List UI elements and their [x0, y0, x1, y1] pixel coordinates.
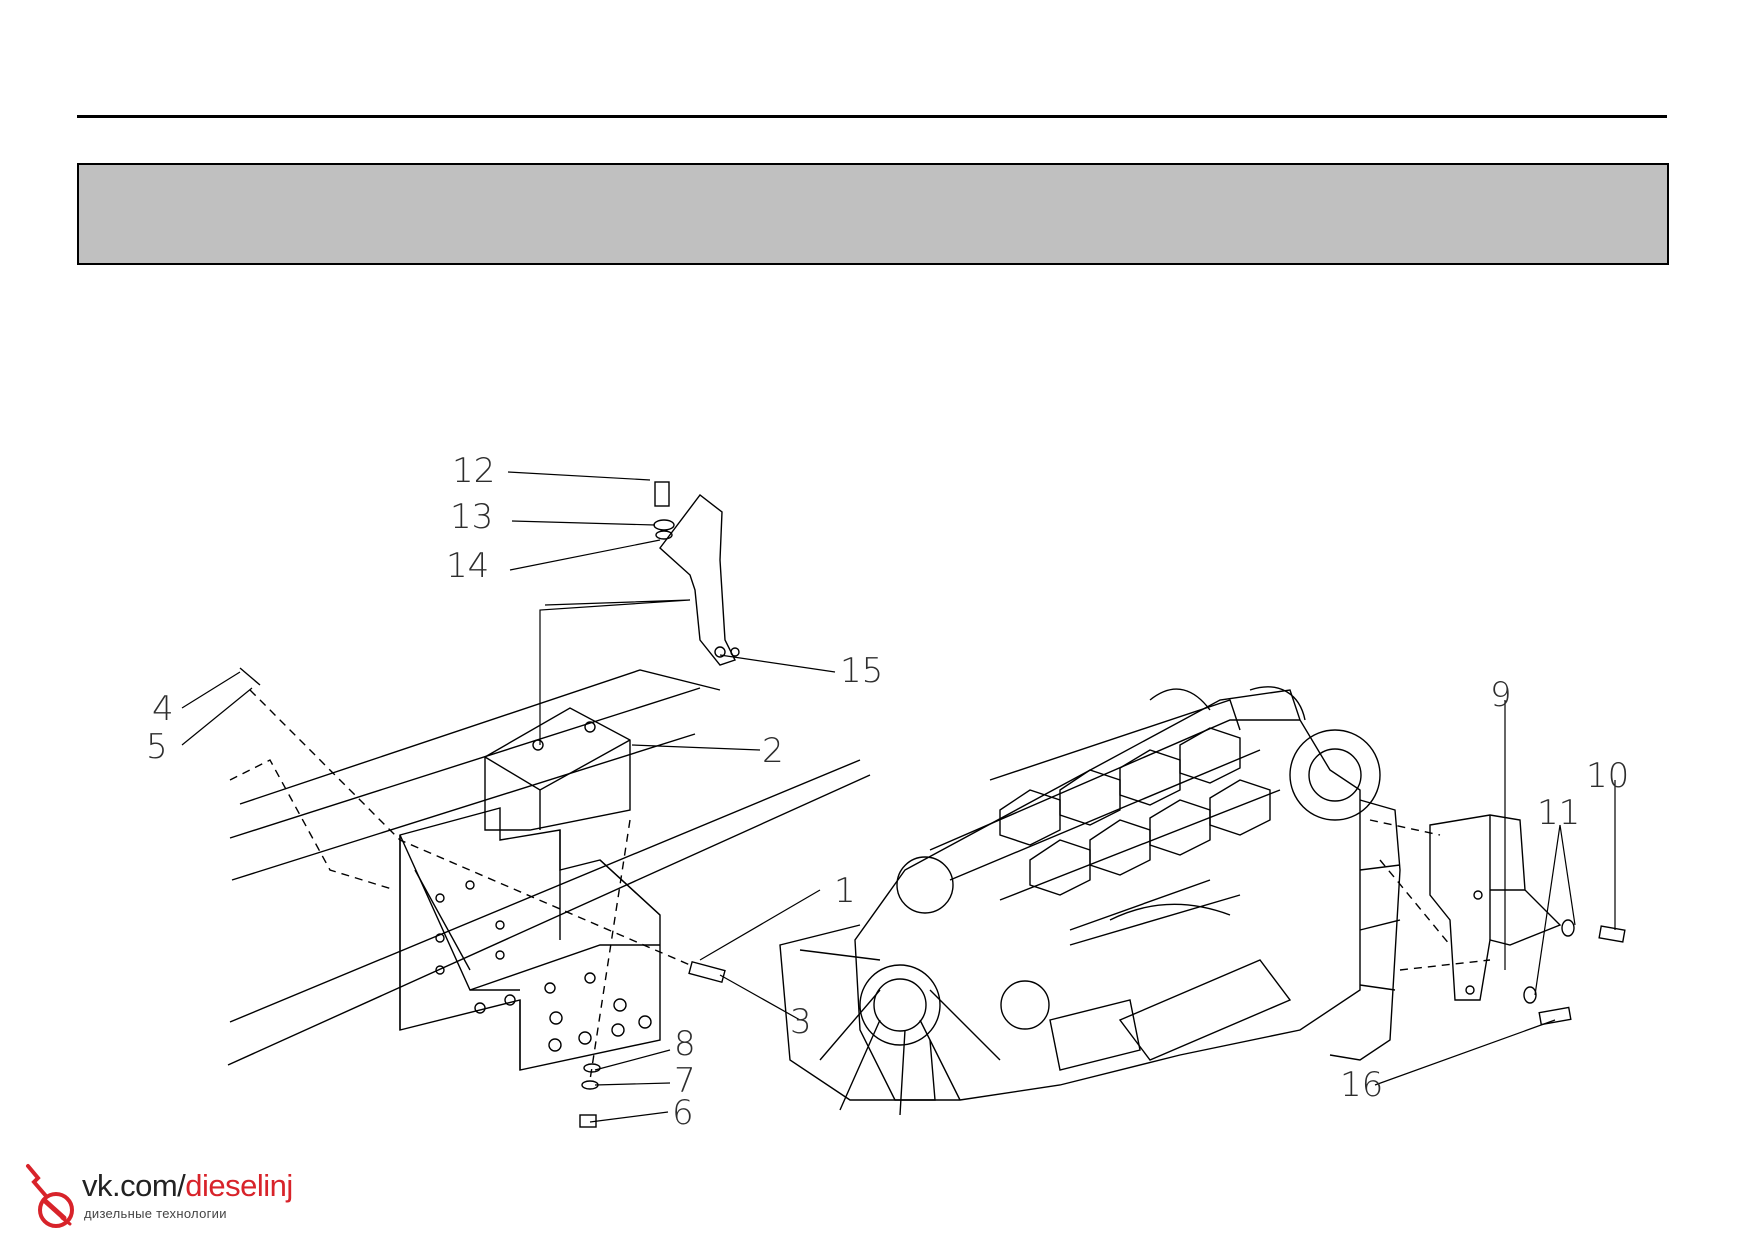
- callout-13: 13: [450, 497, 493, 537]
- callout-4: 4: [152, 689, 174, 729]
- upper-bracket: [484, 707, 631, 831]
- callout-10: 10: [1586, 756, 1629, 796]
- callout-16: 16: [1340, 1065, 1383, 1105]
- mounting-arm: [659, 494, 740, 666]
- logo-url-prefix: vk.com/: [82, 1168, 186, 1203]
- callout-9: 9: [1490, 675, 1512, 715]
- brand-logo[interactable]: vk.com/dieselinj дизельные технологии: [18, 1160, 308, 1232]
- callout-2: 2: [762, 731, 784, 771]
- injector-icon: [26, 1164, 74, 1228]
- logo-url-accent: dieselinj: [185, 1168, 293, 1203]
- callout-3: 3: [790, 1002, 812, 1042]
- callout-8: 8: [674, 1024, 696, 1064]
- callout-15: 15: [840, 651, 883, 691]
- title-bar: [77, 163, 1669, 265]
- top-rule: [77, 115, 1667, 118]
- engine-support-bracket: [399, 807, 661, 1071]
- callout-11: 11: [1537, 793, 1580, 833]
- callout-6: 6: [672, 1093, 694, 1133]
- logo-tagline: дизельные технологии: [84, 1206, 227, 1221]
- callout-12: 12: [452, 451, 495, 491]
- callout-1: 1: [834, 871, 856, 911]
- logo-url: vk.com/dieselinj: [82, 1168, 293, 1204]
- callout-7: 7: [674, 1061, 696, 1101]
- frame-rail: [227, 669, 871, 1066]
- callout-14: 14: [446, 546, 489, 586]
- callout-numbers: 1 2 3 4 5 6 7 8 9 10 11 12 13 14 15 16: [146, 451, 1629, 1133]
- callout-5: 5: [146, 727, 168, 767]
- assembly-lines: [229, 689, 1491, 1081]
- rear-bracket: [1429, 814, 1562, 1001]
- leader-lines: [181, 471, 1616, 1123]
- engine-illustration: [779, 686, 1401, 1116]
